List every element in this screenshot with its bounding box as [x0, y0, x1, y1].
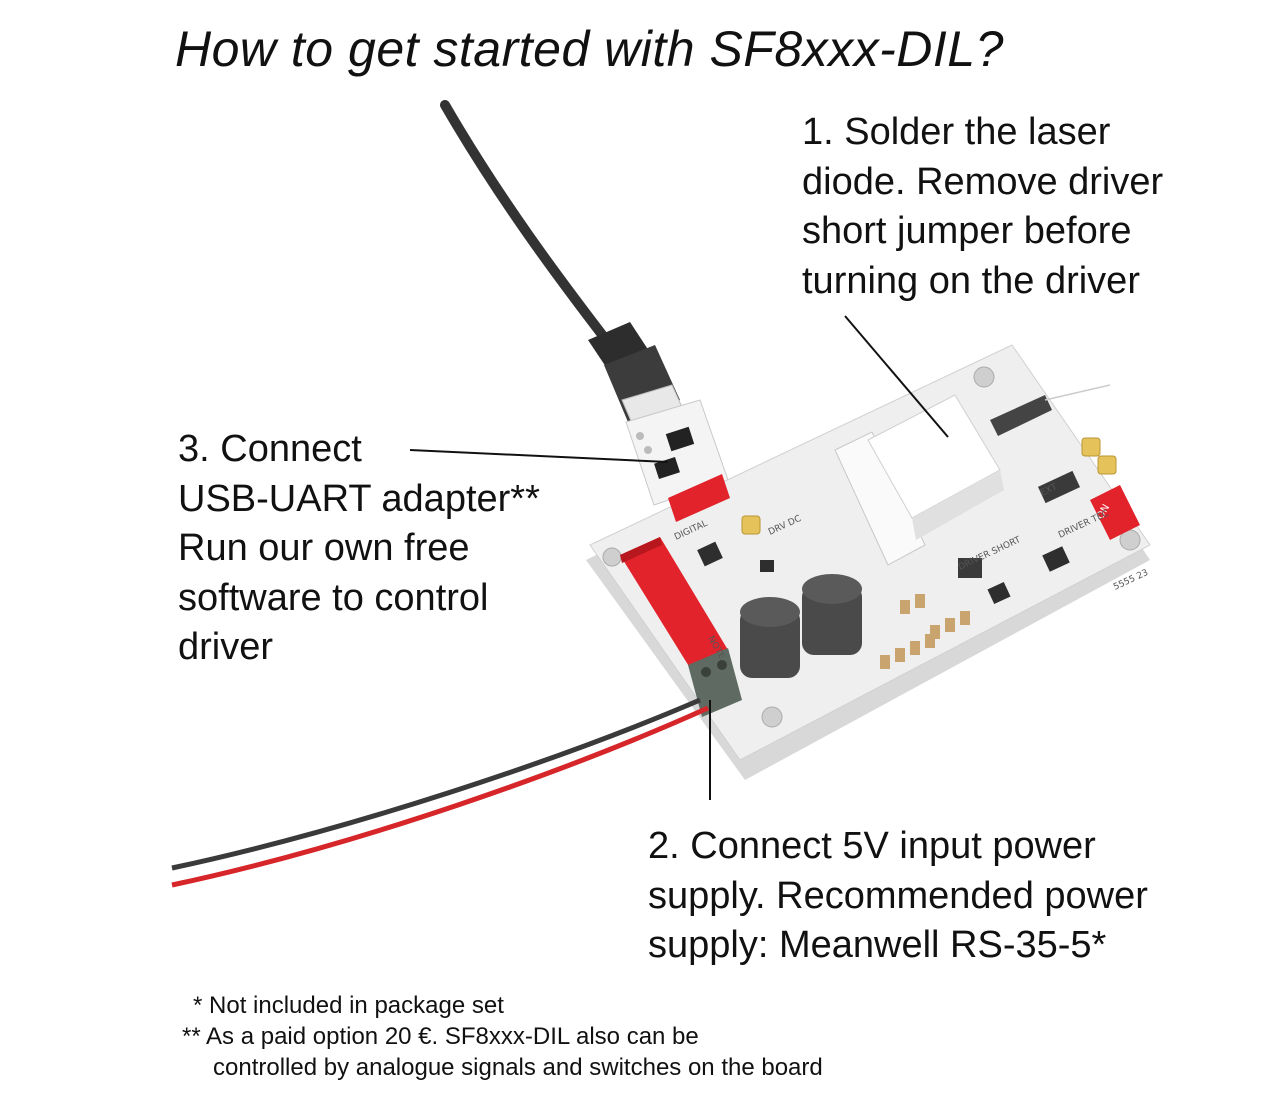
step-power-text: 2. Connect 5V input power supply. Recomm… [648, 822, 1268, 971]
power-terminal-block [688, 648, 742, 717]
usb-uart-adapter [625, 399, 729, 506]
power-wire-black [171, 697, 701, 871]
step-usb-line: 3. Connect [178, 428, 362, 470]
callout-line-solder [844, 315, 949, 438]
step-usb-line: software to control [178, 576, 489, 619]
red-pin-header [620, 537, 728, 668]
step-solder-text: 1. Solder the laser diode. Remove driver… [802, 108, 1262, 306]
step-usb-line: driver [178, 626, 274, 668]
footnote-not-included: * Not included in package set [193, 992, 504, 1019]
inductors [740, 574, 862, 678]
step-solder-line: turning on the driver [802, 259, 1140, 302]
uart-header [668, 474, 730, 522]
step-solder-line: 1. Solder the laser [802, 111, 1111, 153]
board-components [697, 470, 1081, 605]
mount-holes [602, 366, 1141, 728]
step-usb-line: USB-UART adapter** [178, 477, 540, 520]
power-wire-red [171, 705, 710, 888]
usb-cable [440, 100, 615, 350]
page-title: How to get started with SF8xxx-DIL? [175, 21, 1004, 77]
step-power-line: supply. Recommended power [648, 874, 1148, 917]
footnote-analogue-control: controlled by analogue signals and switc… [213, 1054, 823, 1081]
footnote-paid-option: ** As a paid option 20 €. SF8xxx-DIL als… [182, 1023, 699, 1050]
laser-diode-mount [834, 384, 1111, 566]
step-solder-line: diode. Remove driver [802, 160, 1164, 203]
callout-line-usb [409, 449, 669, 463]
dip-switch: ON [1090, 485, 1140, 540]
step-usb-text: 3. Connect USB-UART adapter** Run our ow… [178, 425, 608, 673]
step-usb-line: Run our own free [178, 527, 470, 569]
trim-pots [741, 437, 1117, 535]
step-power-line: 2. Connect 5V input power [648, 825, 1096, 867]
step-solder-line: short jumper before [802, 210, 1132, 252]
step-power-line: supply: Meanwell RS-35-5* [648, 924, 1107, 966]
capacitors [880, 594, 970, 669]
